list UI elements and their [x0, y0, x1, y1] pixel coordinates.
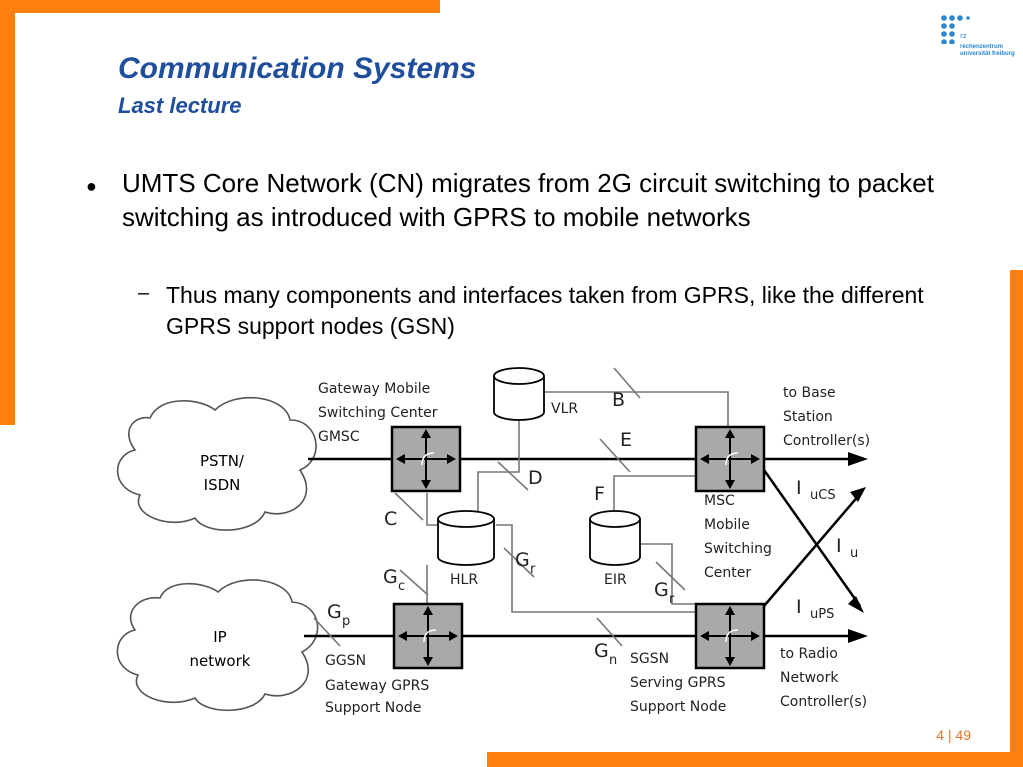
slide-subtitle: Last lecture: [118, 93, 242, 118]
gmsc-label-1: Gateway Mobile: [318, 381, 430, 397]
interface-c: C: [384, 508, 397, 530]
sgsn-label-1: SGSN: [630, 651, 669, 667]
msc-label-2: Mobile: [704, 517, 750, 533]
interface-iu-i: I: [836, 535, 842, 557]
interface-gc-sub: c: [398, 579, 405, 594]
logo-line1: rechenzentrum: [960, 44, 1004, 50]
bsc-label-2: Station: [783, 409, 833, 425]
sgsn-label-3: Support Node: [630, 699, 726, 715]
logo-rz: rz: [960, 32, 967, 40]
ggsn-node: [392, 602, 464, 670]
eir-label: EIR: [604, 572, 627, 588]
interface-gr-eir-sub: r: [669, 592, 675, 607]
interface-gr-hlr-g: G: [515, 549, 530, 571]
eir-msc-link-f: [613, 475, 696, 512]
right-orange-bar: [1010, 270, 1023, 767]
interface-iucs-i: I: [796, 477, 802, 499]
hlr-database: [437, 510, 495, 566]
vlr-msc-link-b: [543, 391, 729, 426]
gmsc-node: [390, 425, 462, 493]
msc-node: [694, 425, 766, 493]
dash-icon: –: [138, 282, 150, 304]
sgsn-node: [694, 602, 766, 670]
msc-label-3: Switching: [704, 541, 772, 557]
interface-iups-sub: uPS: [810, 607, 834, 622]
pstn-label-2: ISDN: [204, 476, 241, 494]
ip-label-2: network: [190, 652, 251, 670]
interface-f: F: [594, 483, 605, 505]
hlr-sgsn-link-gr: [496, 524, 728, 613]
interface-gp-g: G: [327, 601, 342, 623]
interface-gr-hlr-sub: r: [530, 562, 536, 577]
msc-label-1: MSC: [704, 493, 735, 509]
msc-label-4: Center: [704, 565, 751, 581]
ggsn-label-1: GGSN: [325, 653, 366, 669]
interface-gr-eir-g: G: [654, 579, 669, 601]
arrow-rnc-icon: [848, 629, 868, 643]
gmsc-label-2: Switching Center: [318, 405, 438, 421]
vlr-hlr-link-d: [477, 420, 520, 512]
ip-cloud: [116, 579, 319, 712]
ggsn-label-2: Gateway GPRS: [325, 678, 429, 694]
gmsc-hlr-link-c: [426, 493, 438, 526]
slide-title: Communication Systems: [118, 52, 477, 85]
ggsn-label-3: Support Node: [325, 700, 421, 716]
interface-e: E: [620, 429, 632, 451]
bottom-orange-bar: [487, 752, 1023, 767]
rnc-label-1: to Radio: [780, 646, 838, 662]
interface-gn-g: G: [594, 640, 609, 662]
gmsc-label-3: GMSC: [318, 429, 360, 445]
sub-bullet: Thus many components and interfaces take…: [166, 282, 924, 339]
logo: rz: [941, 15, 970, 44]
interface-iups-i: I: [796, 596, 802, 618]
interface-iu-sub: u: [850, 546, 858, 561]
sgsn-label-2: Serving GPRS: [630, 675, 726, 691]
eir-sgsn-link-gr: [640, 543, 696, 605]
page-number: 4 | 49: [936, 727, 971, 743]
main-bullet: UMTS Core Network (CN) migrates from 2G …: [122, 168, 934, 232]
iups-link: [763, 493, 861, 607]
arrow-iucs-icon: [848, 596, 864, 613]
bsc-label-1: to Base: [783, 385, 836, 401]
bullet-icon: ●: [86, 176, 97, 196]
interface-gn-sub: n: [609, 653, 617, 668]
arrow-bsc-icon: [848, 452, 868, 466]
pstn-cloud: [116, 396, 317, 531]
ip-label-1: IP: [213, 628, 226, 646]
logo-text: rechenzentrum universität freiburg: [960, 44, 1015, 58]
hlr-label: HLR: [450, 572, 478, 588]
vlr-label: VLR: [551, 401, 578, 417]
rnc-label-2: Network: [780, 670, 839, 686]
bsc-label-3: Controller(s): [783, 433, 870, 449]
eir-database: [589, 510, 641, 566]
arrow-iups-icon: [850, 487, 866, 502]
interface-gp-sub: p: [342, 614, 350, 629]
vlr-database: [493, 367, 545, 421]
left-orange-bar: [0, 0, 15, 425]
interface-iucs-sub: uCS: [810, 488, 836, 503]
interface-b: B: [612, 389, 625, 411]
pstn-label-1: PSTN/: [200, 452, 245, 470]
interface-d: D: [528, 467, 543, 489]
top-orange-bar: [0, 0, 440, 13]
iucs-link: [762, 469, 862, 607]
interface-gc-g: G: [383, 566, 398, 588]
rnc-label-3: Controller(s): [780, 694, 867, 710]
logo-line2: universität freiburg: [960, 51, 1015, 57]
